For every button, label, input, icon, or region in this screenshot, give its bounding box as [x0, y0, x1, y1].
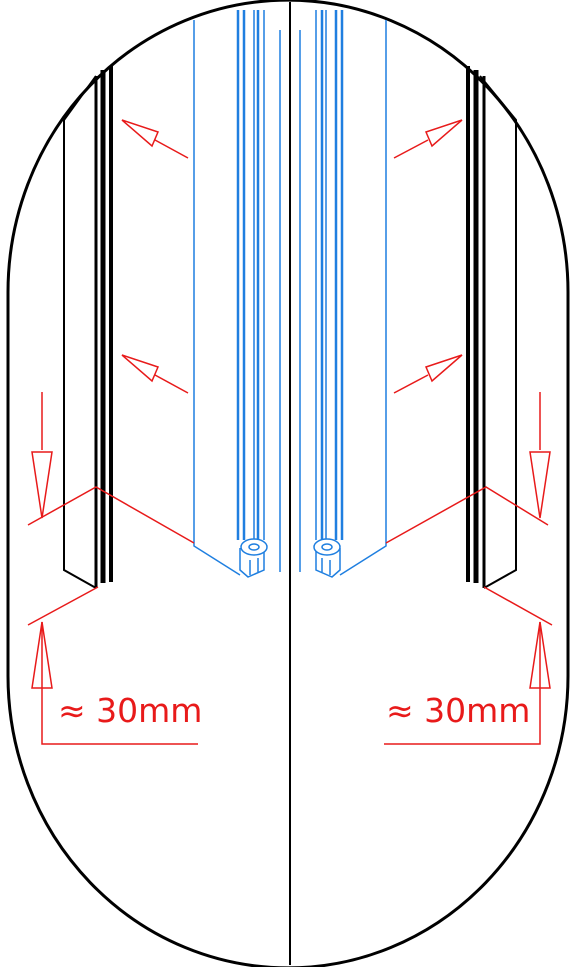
screw-icon	[313, 538, 341, 578]
right-dimension-lines	[384, 486, 553, 745]
right-door-profile	[299, 10, 387, 578]
capsule-outline	[6, 0, 570, 967]
arrow-icon	[121, 354, 189, 394]
arrow-icon	[31, 392, 53, 519]
left-wall-profile	[63, 66, 113, 589]
left-dimension-lines	[27, 486, 198, 745]
left-door-profile	[193, 10, 281, 578]
arrow-icon	[393, 354, 463, 394]
screw-icon	[239, 538, 268, 578]
dimension-label-right: ≈ 30mm	[386, 691, 531, 730]
dimension-label-left: ≈ 30mm	[58, 691, 203, 730]
arrow-icon	[529, 621, 551, 689]
arrow-icon	[393, 119, 463, 159]
arrow-icon	[31, 621, 53, 689]
arrow-icon	[121, 119, 189, 159]
arrow-icon	[529, 392, 551, 519]
right-wall-profile	[466, 66, 517, 589]
